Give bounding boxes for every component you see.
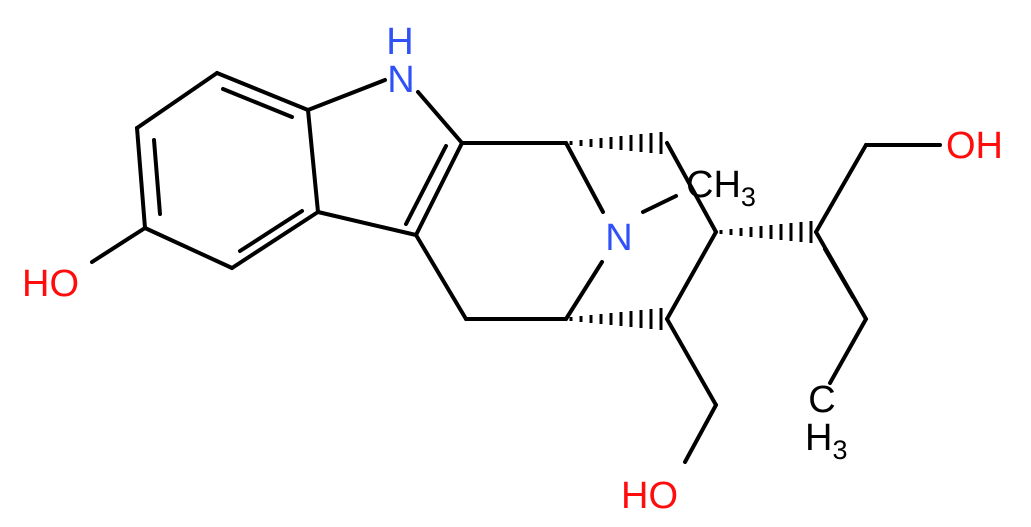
bond [215,71,310,112]
ch3-bottom-h-text: H [805,417,832,459]
bond [665,317,718,407]
atom-label-ch3-bottom-c: C [808,379,835,421]
bond [823,247,855,299]
bond [306,78,387,112]
bond [814,143,868,234]
bond [152,138,162,216]
atom-label-nh: H [386,21,413,63]
ch3-bottom-subscript: 3 [832,435,847,465]
bond [90,226,147,264]
bond [683,403,718,464]
bond [316,210,418,237]
atom-label-ch3-bottom-h: H3 [805,417,847,465]
bond [641,194,678,214]
ch3-top-text: CH [686,164,741,206]
bond [564,141,605,214]
atom-label-oh-left: HO [22,263,79,305]
bond [564,260,604,321]
bond [416,90,464,145]
bond-lines [90,71,942,464]
hashed-wedge-bonds [569,132,813,330]
bond [143,226,234,270]
bond [414,233,468,321]
nh-h: H [386,21,413,63]
atom-label-oh-bottom: HO [621,475,678,517]
bond [665,141,718,234]
bond [414,141,464,237]
bond [828,317,868,385]
atom-label-nh-n: N [387,59,414,101]
bond [230,210,320,270]
bond [665,230,718,321]
atom-label-oh-right: OH [946,125,1003,167]
bond [135,126,147,230]
atom-label-ch3-top: CH3 [686,164,756,212]
bond [238,209,304,253]
ch3-top-subscript: 3 [741,182,756,212]
atom-labels: H N N CH3 OH HO HO C H3 [22,21,1003,517]
bond [306,108,320,214]
bond [404,144,448,226]
bond [221,87,294,119]
atom-label-n-bridge: N [605,217,632,259]
bond [135,71,219,130]
